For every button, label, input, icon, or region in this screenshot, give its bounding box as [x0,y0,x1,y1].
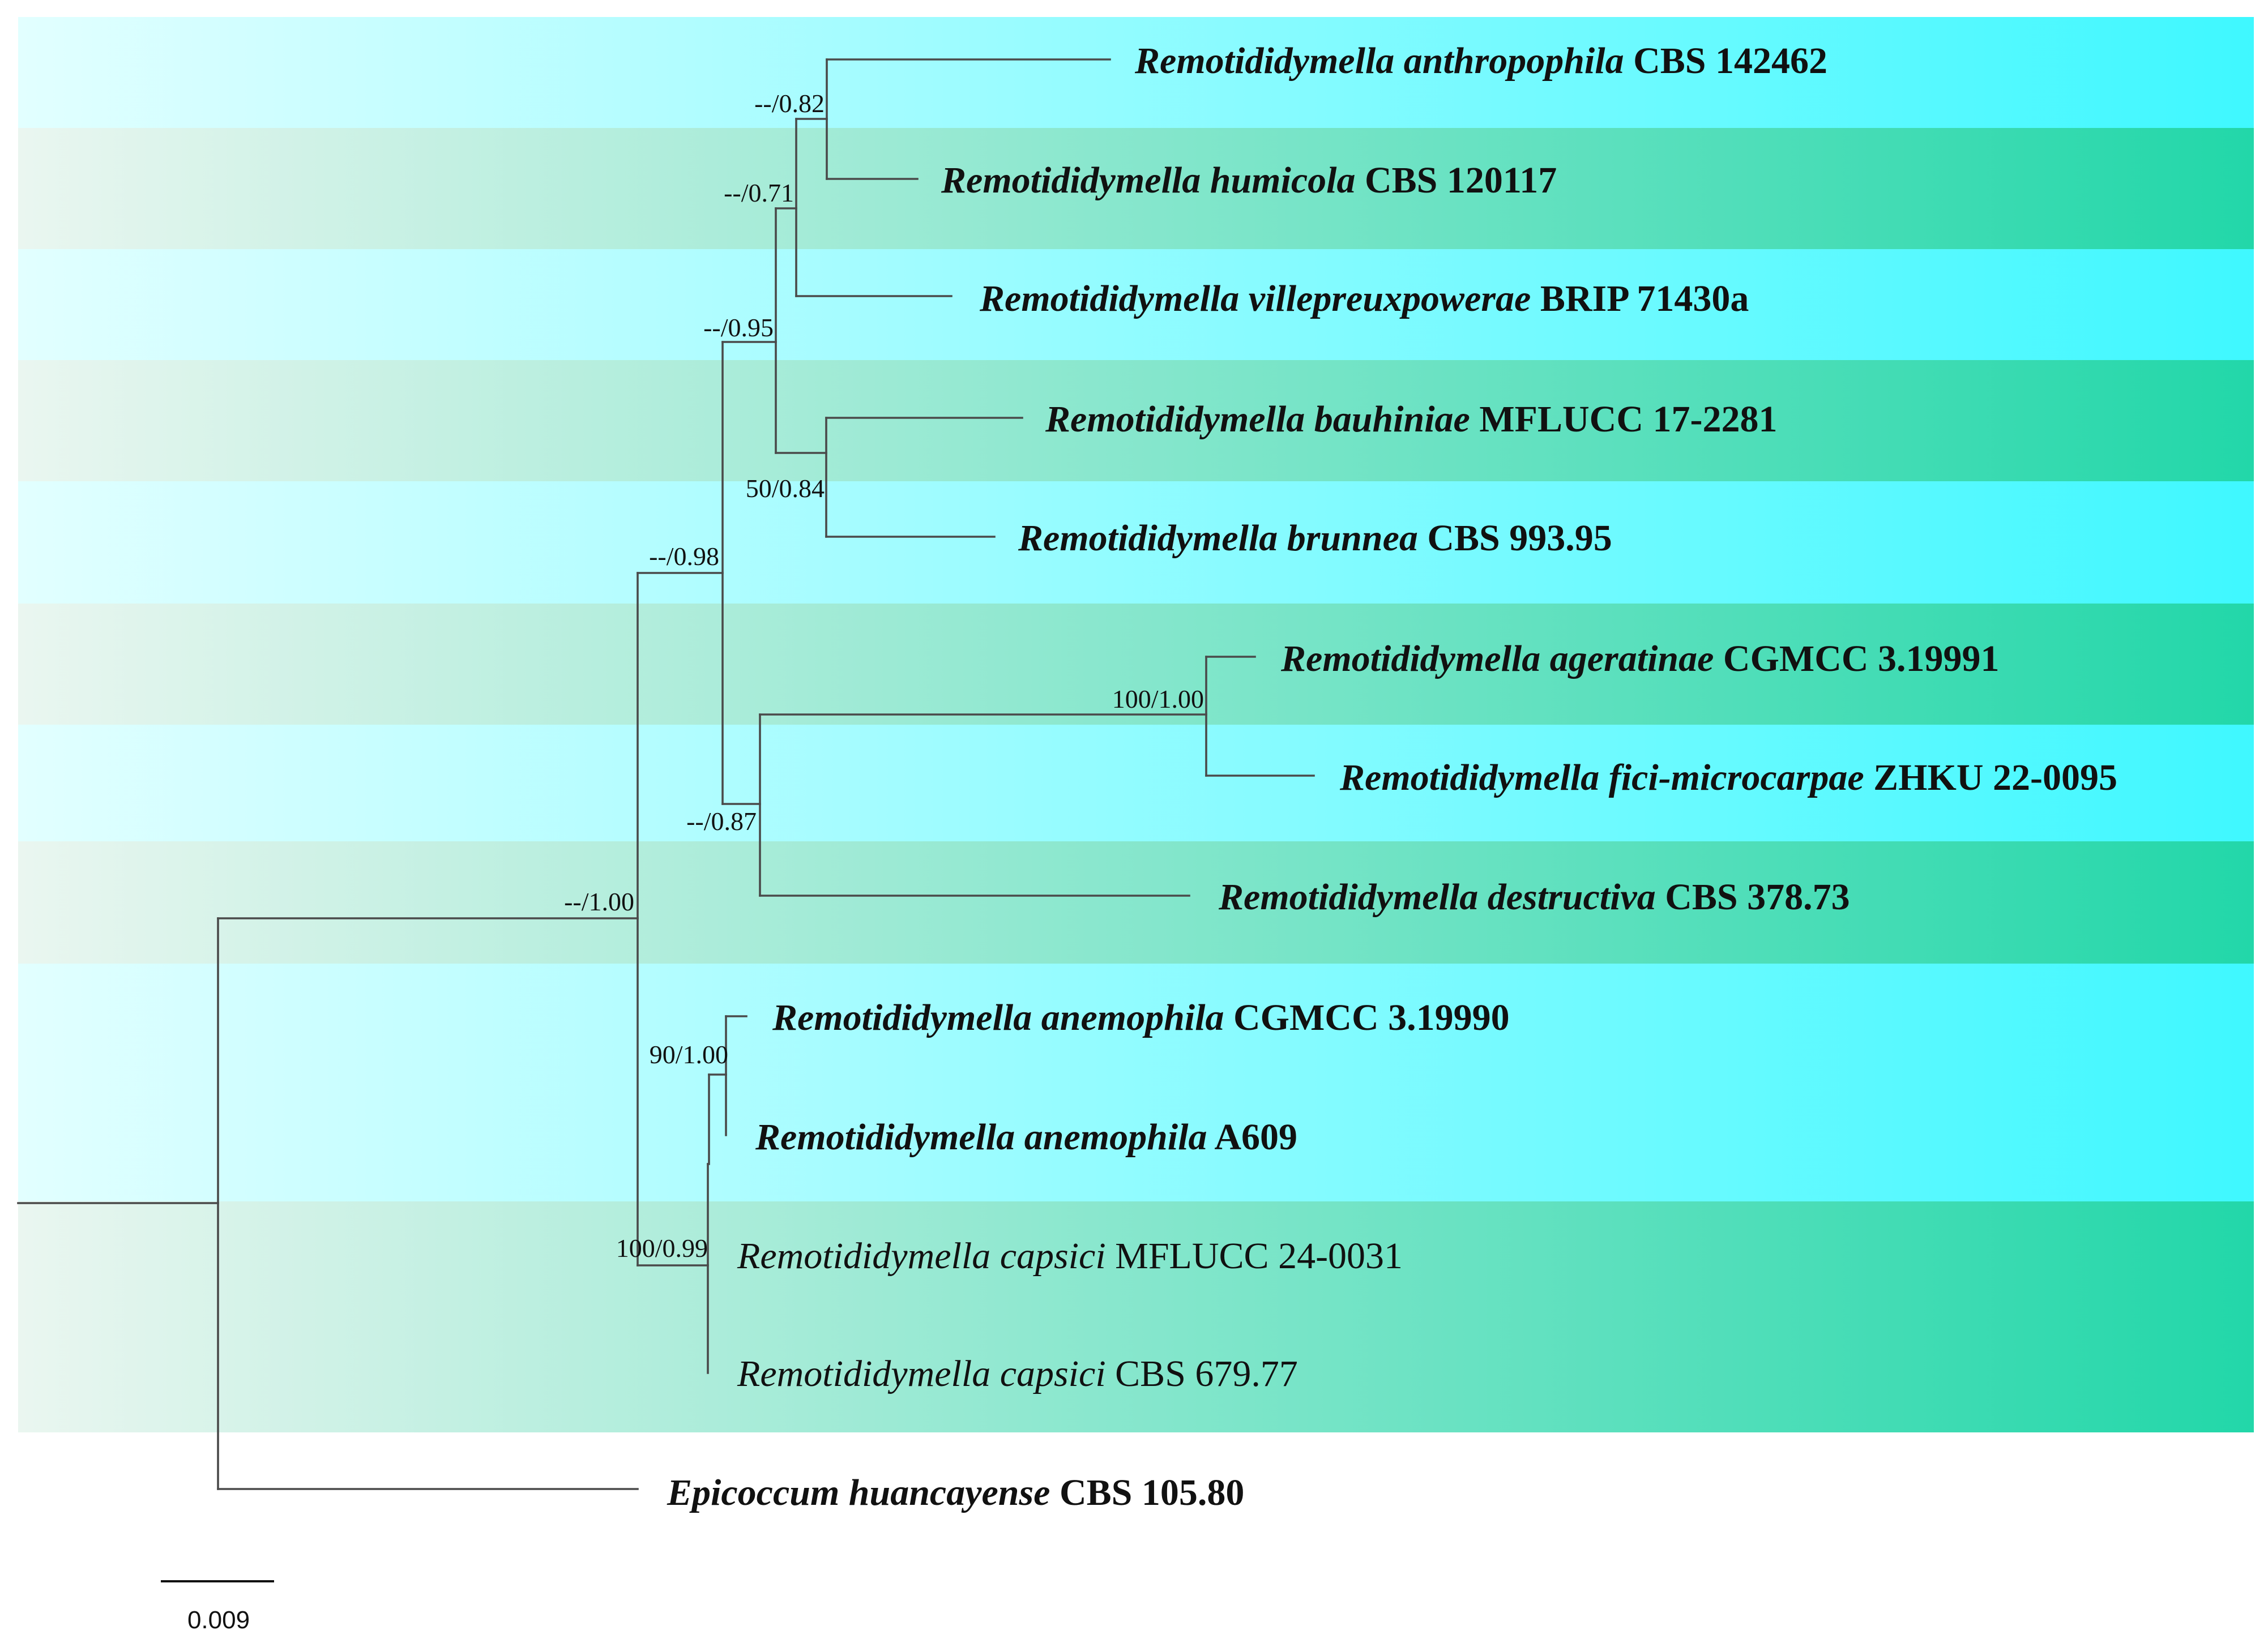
band-row-2 [18,128,2254,249]
taxon-label: Remotididymella anemophila A609 [755,1116,1297,1158]
support-label: --/0.95 [703,313,774,342]
support-label: 90/1.00 [650,1040,728,1069]
band-rows-9-10 [18,964,2254,1201]
taxon-label: Remotididymella bauhiniae MFLUCC 17-2281 [1045,399,1777,440]
band-row-5 [18,481,2254,604]
scale-bar-label: 0.009 [187,1606,250,1634]
support-label: 50/0.84 [746,474,825,503]
taxon-label: Remotididymella villepreuxpowerae BRIP 7… [979,278,1749,319]
taxon-label: Remotididymella brunnea CBS 993.95 [1018,517,1612,559]
taxon-label: Remotididymella humicola CBS 120117 [941,160,1557,201]
support-label: --/0.98 [649,542,719,571]
tree-branches [17,58,1315,1490]
support-label: 100/0.99 [616,1234,708,1263]
scale-bar: 0.009 [161,1580,274,1634]
taxon-labels: Remotididymella anthropophila CBS 142462… [667,40,2117,1513]
band-row-6 [18,604,2254,725]
support-label: --/0.82 [754,89,825,118]
band-rows-11-12 [18,1201,2254,1432]
band-row-7 [18,725,2254,841]
band-row-8 [18,841,2254,964]
taxon-label: Remotididymella anthropophila CBS 142462 [1134,40,1827,82]
taxon-label: Remotididymella anemophila CGMCC 3.19990 [772,997,1510,1038]
band-row-3 [18,249,2254,360]
taxon-label: Remotididymella fici-microcarpae ZHKU 22… [1339,757,2117,798]
taxon-label: Remotididymella capsici CBS 679.77 [737,1353,1298,1394]
support-label: --/0.87 [686,807,757,836]
taxon-label: Remotididymella ageratinae CGMCC 3.19991 [1280,638,2000,679]
band-row-1 [18,17,2254,128]
support-label: --/1.00 [564,887,634,916]
support-values: --/0.82 --/0.71 --/0.95 50/0.84 --/0.98 … [564,89,1204,1263]
taxon-label: Remotididymella capsici MFLUCC 24-0031 [737,1235,1403,1277]
support-label: 100/1.00 [1112,684,1204,713]
taxon-label: Epicoccum huancayense CBS 105.80 [667,1472,1244,1513]
clade-bands [18,17,2254,1432]
band-row-4 [18,360,2254,481]
support-label: --/0.71 [724,178,794,207]
taxon-label: Remotididymella destructiva CBS 378.73 [1218,876,1850,918]
